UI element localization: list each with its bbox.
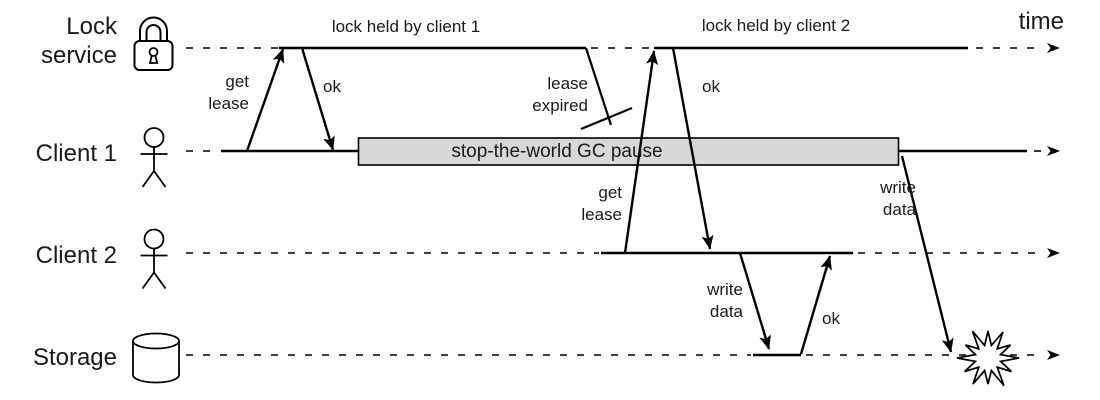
arrow-ok-client1 — [300, 47, 335, 151]
time-arrowhead — [1047, 248, 1060, 258]
timeline-storage — [186, 350, 1060, 360]
annotation-lock-held-client2: lock held by client 2 — [701, 16, 851, 35]
annotation-ok-storage: ok — [822, 309, 840, 328]
arrow-write-data-client2 — [738, 252, 771, 350]
lease-expired-marker — [580, 47, 633, 131]
timeline-lock-service — [186, 43, 1060, 53]
gc-pause-label: stop-the-world GC pause — [451, 141, 663, 162]
arrow-get-lease-client1 — [245, 48, 285, 152]
stick-figure-client2-icon — [140, 228, 168, 290]
starburst-crash-icon — [956, 330, 1020, 387]
timeline-client1 — [186, 146, 1060, 156]
annotation-write-data-client2: write data — [707, 280, 743, 321]
annotation-write-data-client1: write data — [880, 178, 916, 219]
annotation-lock-held-client1: lock held by client 1 — [331, 17, 481, 36]
timeline-client2 — [186, 248, 1060, 258]
row-label-lock-service: Lock service — [40, 13, 117, 69]
time-axis-label: time — [1018, 8, 1064, 35]
annotation-get-lease-client1: get lease — [208, 72, 249, 113]
database-cylinder-icon — [132, 332, 180, 384]
row-label-client2: Client 2 — [35, 242, 117, 269]
annotation-ok-client1: ok — [323, 77, 341, 96]
arrow-write-data-client1 — [900, 155, 954, 353]
arrow-ok-client2 — [671, 47, 714, 250]
arrow-ok-storage — [799, 255, 832, 355]
row-label-storage: Storage — [32, 344, 117, 371]
time-arrowhead — [1047, 43, 1060, 53]
padlock-icon — [133, 16, 174, 71]
arrow-get-lease-client2 — [623, 50, 659, 254]
annotation-ok-client2: ok — [702, 77, 720, 96]
time-arrowhead — [1047, 350, 1060, 360]
stick-figure-client1-icon — [140, 127, 168, 188]
row-label-client1: Client 1 — [35, 140, 117, 167]
annotation-get-lease-client2: get lease — [581, 183, 622, 224]
gc-pause-box — [357, 137, 900, 166]
time-arrowhead — [1047, 146, 1060, 156]
annotation-lease-expired: lease expired — [532, 74, 588, 115]
